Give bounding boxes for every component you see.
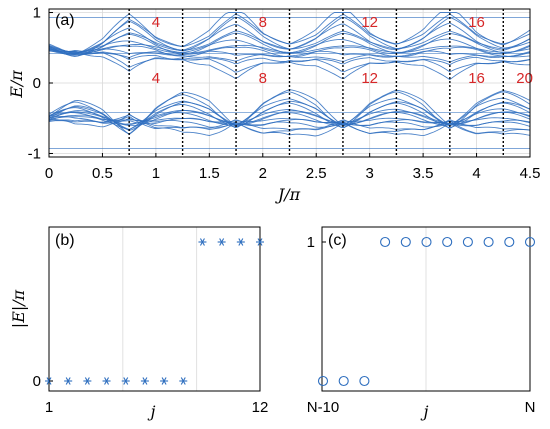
panel-c: N-10 N 1 (c) j — [307, 226, 536, 421]
panel-a-xtick-label: 4 — [472, 165, 480, 182]
panel-a-dividers — [128, 9, 504, 157]
panel-c-point — [359, 375, 370, 387]
panel-b-ytick-label: 0 — [33, 373, 41, 390]
panel-c-point — [442, 236, 453, 248]
panel-c-markers — [317, 236, 536, 387]
panel-b-point — [140, 377, 149, 385]
panel-a-label: (a) — [55, 12, 75, 29]
panel-c-point — [400, 236, 411, 248]
panel-a-xtick-label: 2.5 — [306, 165, 327, 182]
panel-c-point — [380, 236, 391, 248]
panel-b-asterisk-stroke — [257, 238, 263, 246]
panel-b-point — [179, 377, 188, 385]
panel-a-region-label-top: 16 — [468, 14, 485, 31]
panel-a-region-label-bottom: 12 — [361, 70, 378, 87]
panel-a-xtick-label: 3 — [365, 165, 373, 182]
panel-a-xlabel: J/π — [275, 185, 301, 204]
panel-b-asterisk-stroke — [180, 377, 186, 385]
panel-b-point — [121, 377, 130, 385]
panel-a-ylabel: E/π — [7, 70, 26, 99]
panel-c-point — [462, 236, 473, 248]
panel-a-region-label-bottom: 20 — [516, 70, 533, 87]
panel-a-band-line — [48, 38, 531, 55]
panel-c-point — [421, 236, 432, 248]
panel-a-xtick-label: 1.5 — [199, 165, 220, 182]
panel-b-point — [256, 238, 264, 246]
panel-b-asterisk-stroke — [238, 238, 244, 246]
panel-a-energy-bands — [48, 12, 531, 149]
panel-b-asterisk-stroke — [219, 238, 225, 246]
panel-b-xtick-label: 1 — [45, 399, 53, 416]
panel-b: 1 12 0 (b) j |E|/π — [9, 226, 269, 421]
panel-b-label: (b) — [55, 232, 75, 249]
panel-c-point — [524, 236, 536, 248]
panel-a-xtick-label: 2 — [259, 165, 267, 182]
panel-b-point — [83, 377, 92, 385]
panel-a-ytick-label: 1 — [33, 5, 41, 22]
panel-b-point — [217, 238, 226, 246]
panel-b-xlabel: j — [148, 402, 156, 421]
panel-a-region-label-bottom: 16 — [468, 70, 485, 87]
panel-c-point — [317, 375, 329, 387]
panel-c-frame — [321, 226, 531, 392]
panel-b-asterisk-stroke — [142, 377, 148, 385]
panel-c-ticks: N-10 N 1 — [307, 234, 536, 416]
panel-a-xtick-label: 1 — [152, 165, 160, 182]
panel-c-ytick-label: 1 — [307, 234, 315, 251]
panel-b-ylabel: |E|/π — [9, 289, 28, 328]
panel-b-xtick-label: 12 — [252, 399, 269, 416]
panel-a-region-label-bottom: 4 — [152, 70, 160, 87]
panel-a-xtick-label: 3.5 — [413, 165, 434, 182]
panel-a-band-line — [48, 50, 531, 73]
panel-a-region-label-bottom: 8 — [259, 70, 267, 87]
panel-c-point — [483, 236, 494, 248]
panel-b-grid — [122, 227, 198, 391]
panel-b-asterisk-stroke — [84, 377, 90, 385]
panel-b-asterisk-stroke — [104, 377, 110, 385]
panel-a-ytick-label: 0 — [33, 75, 41, 92]
panel-b-asterisk-stroke — [65, 377, 71, 385]
panel-a-region-labels: 4 8 12 16 4 8 12 16 20 — [152, 14, 533, 87]
panel-b-point — [198, 238, 207, 246]
panel-c-xtick-label: N — [525, 399, 536, 416]
panel-a-xtick-label: 0 — [45, 165, 53, 182]
panel-c-xlabel: j — [421, 402, 429, 421]
panel-b-point — [64, 377, 73, 385]
panel-a-region-label-top: 8 — [259, 14, 267, 31]
panel-c-label: (c) — [328, 232, 347, 249]
panel-b-frame — [48, 226, 261, 392]
panel-c-point — [338, 375, 349, 387]
panel-b-asterisk-stroke — [199, 238, 205, 246]
panel-a-ytick-label: -1 — [28, 145, 41, 162]
panel-a-xtick-label: 0.5 — [92, 165, 113, 182]
panel-c-xtick-label: N-10 — [307, 399, 340, 416]
panel-b-point — [102, 377, 111, 385]
panel-a-region-label-top: 4 — [152, 14, 160, 31]
panel-b-asterisk-stroke — [123, 377, 129, 385]
panel-b-asterisk-stroke — [161, 377, 167, 385]
panel-a-xtick-label: 4.5 — [520, 165, 541, 182]
panel-b-point — [236, 238, 245, 246]
panel-a-region-label-top: 12 — [361, 14, 378, 31]
panel-c-point — [504, 236, 515, 248]
panel-b-ticks: 1 12 0 — [33, 373, 269, 416]
panel-b-point — [160, 377, 169, 385]
panel-b-markers — [45, 238, 264, 385]
